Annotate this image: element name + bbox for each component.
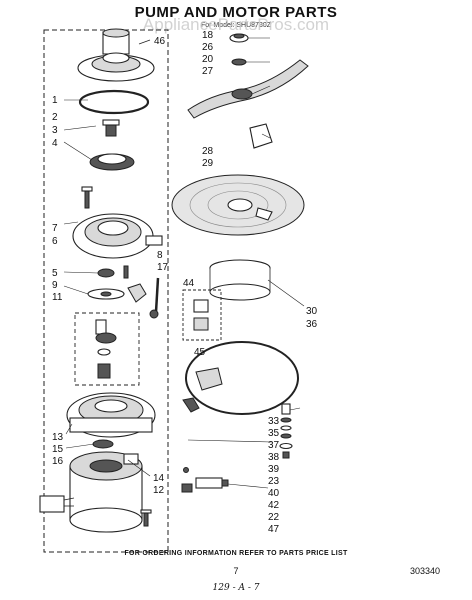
callout-14: 14 [153,473,165,484]
strainer-ring [209,259,271,301]
callout-39: 39 [268,464,280,475]
motor-parts-group [74,312,140,386]
callout-13: 13 [52,432,64,443]
deflector [249,123,273,149]
callout-40: 40 [268,488,280,499]
watermark: AppliancePartsPros.com [143,15,329,34]
clip [182,397,200,413]
motor-screw [140,509,152,527]
motor-bracket [123,453,139,465]
callout-45: 45 [194,347,206,358]
callout-17: 17 [157,262,169,273]
callout-8: 8 [157,250,163,261]
callout-46: 46 [154,36,166,47]
fastener-stack [279,403,293,459]
callout-22: 22 [268,512,280,523]
callout-20: 20 [202,54,214,65]
pump-housing-top [77,28,155,82]
callout-15: 15 [52,444,64,455]
drain-valve [181,477,229,493]
mounting-screw [123,265,129,279]
ordering-note: FOR ORDERING INFORMATION REFER TO PARTS … [124,550,347,557]
callout-16: 16 [52,456,64,467]
page-title: PUMP AND MOTOR PARTS [135,4,338,21]
tub-gasket [185,341,299,415]
pump-housing-lower [72,213,163,259]
callout-12: 12 [153,485,165,496]
chopper-disk [87,277,160,319]
callout-23: 23 [268,476,280,487]
motor [39,451,143,533]
washer [97,268,115,278]
callout-4: 4 [52,138,58,149]
housing-screw [81,186,93,209]
motor-assembly-border [43,29,169,553]
filter-screen [171,174,305,236]
spray-arm-nut [231,58,247,66]
callout-42: 42 [268,500,280,511]
seal-fitting [102,119,120,137]
callout-47: 47 [268,524,280,535]
lower-spray-arm [187,59,309,119]
callout-37: 37 [268,440,280,451]
callout-33: 33 [268,416,280,427]
callout-29: 29 [202,158,214,169]
hose-bracket [195,367,223,391]
callout-11: 11 [52,292,63,303]
callout-30: 30 [306,306,318,317]
rotor-assembly [95,319,117,379]
base-washer [92,439,114,449]
callout-9: 9 [52,280,58,291]
callout-1: 1 [52,95,58,106]
callout-2: 2 [52,112,58,123]
diagram-code: 303340 [410,566,440,576]
ball [183,467,189,473]
callout-26: 26 [202,42,214,53]
impeller [89,153,135,171]
model-subtitle: For Model: SHU8730Z [201,22,272,29]
pump-base [66,392,156,438]
callouts-left: 46 1 2 3 4 7 6 5 9 11 8 17 13 15 16 14 1… [52,36,169,496]
callout-3: 3 [52,125,58,136]
callouts-right: 18 26 20 27 28 29 44 45 30 36 33 35 37 3… [183,30,318,535]
leader-lines [63,37,305,489]
spray-arm-cap [229,33,249,43]
page-number: 7 [233,566,238,576]
callout-7: 7 [52,223,58,234]
handwritten-note: 129 - A - 7 [213,583,260,593]
callout-35: 35 [268,428,280,439]
check-valve-group [182,289,222,341]
check-valve [193,299,209,331]
callout-27: 27 [202,66,214,77]
callout-44: 44 [183,278,195,289]
callout-18: 18 [202,30,214,41]
callout-38: 38 [268,452,280,463]
callout-5: 5 [52,268,58,279]
callout-36: 36 [306,319,318,330]
callout-6: 6 [52,236,58,247]
gasket-ring [78,89,150,115]
callout-28: 28 [202,146,214,157]
